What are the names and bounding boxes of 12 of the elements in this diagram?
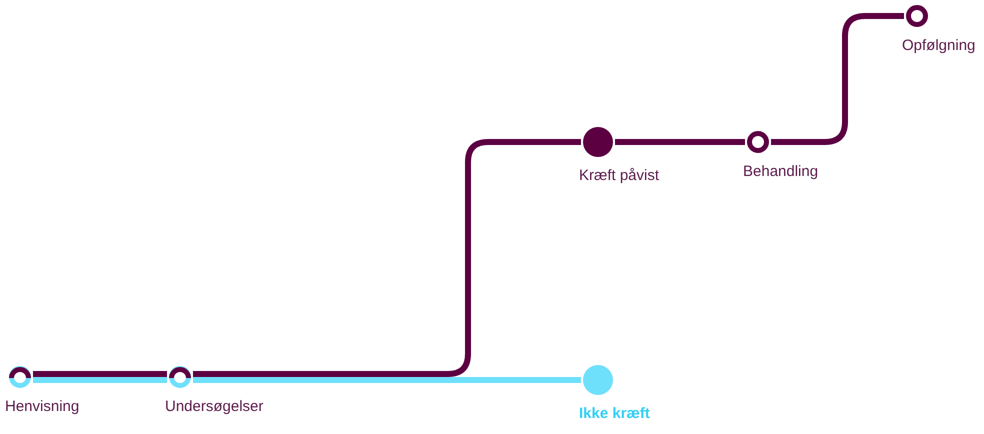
route-line	[771, 13, 904, 145]
station-label: Behandling	[743, 163, 818, 181]
route-line	[193, 139, 581, 377]
route-line	[33, 371, 167, 377]
station-label: Ikke kræft	[579, 405, 650, 423]
station-label: Henvisning	[5, 398, 80, 416]
station-label: Opfølgning	[902, 37, 976, 55]
station-label: Undersøgelser	[165, 398, 264, 416]
route-line	[193, 377, 581, 383]
route-line	[33, 377, 167, 383]
route-line	[615, 139, 745, 145]
station-label: Kræft påvist	[579, 167, 660, 185]
